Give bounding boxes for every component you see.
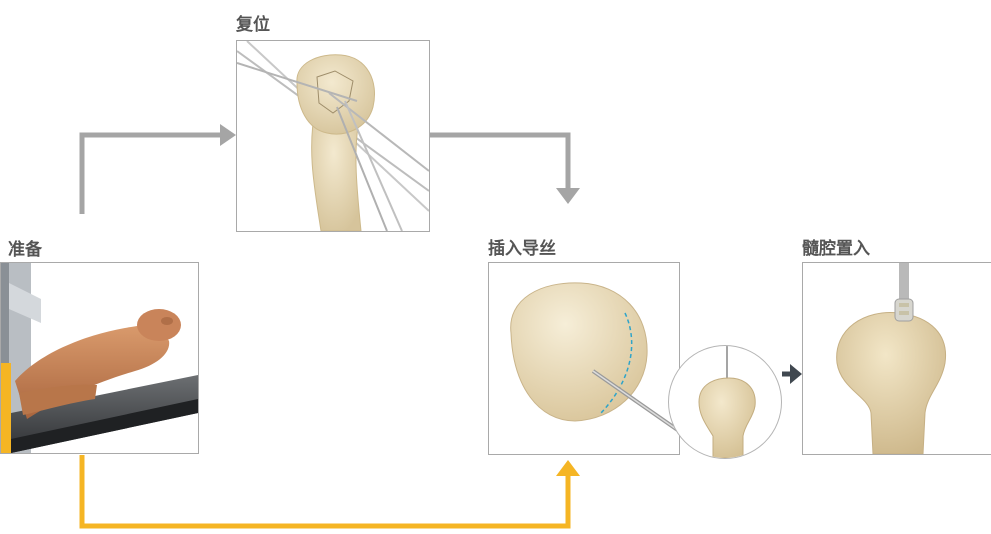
inset-bone-illustration	[669, 346, 781, 458]
nail-tip	[895, 299, 913, 321]
equipment-edge	[1, 263, 9, 363]
step-label-guidewire: 插入导丝	[488, 234, 556, 259]
insertion-rod	[899, 263, 909, 303]
nail-insertion-humerus-illustration	[803, 263, 991, 454]
step-label-prep: 准备	[8, 235, 42, 260]
humerus-with-k-wires-illustration	[237, 41, 429, 231]
humeral-head	[511, 283, 647, 421]
canal-panel	[802, 262, 991, 455]
prep-panel	[0, 262, 199, 454]
guidewire-panel	[488, 262, 680, 455]
nail-thread	[899, 311, 909, 315]
arrowhead-to-guidewire-orange	[556, 460, 580, 476]
patient-head	[137, 309, 181, 341]
patient-face-shade	[161, 317, 173, 325]
inset-bone	[699, 378, 755, 458]
arrow-prep-to-reduction	[82, 135, 220, 214]
arrow-prep-to-guidewire	[82, 455, 568, 526]
arrowhead-to-guidewire-gray	[556, 188, 580, 204]
arrowhead-to-canal	[790, 364, 802, 384]
patient-on-table-illustration	[1, 263, 198, 453]
arrow-reduction-to-guidewire	[430, 135, 568, 190]
guidewire-inset	[668, 345, 782, 459]
orange-accent	[1, 363, 11, 453]
step-label-reduction: 复位	[236, 10, 270, 35]
nail-thread	[899, 303, 909, 307]
step-label-canal: 髓腔置入	[802, 234, 870, 259]
humeral-head-guidewire-illustration	[489, 263, 679, 454]
humerus	[837, 312, 946, 454]
reduction-panel	[236, 40, 430, 232]
arrowhead-to-reduction	[220, 124, 236, 146]
